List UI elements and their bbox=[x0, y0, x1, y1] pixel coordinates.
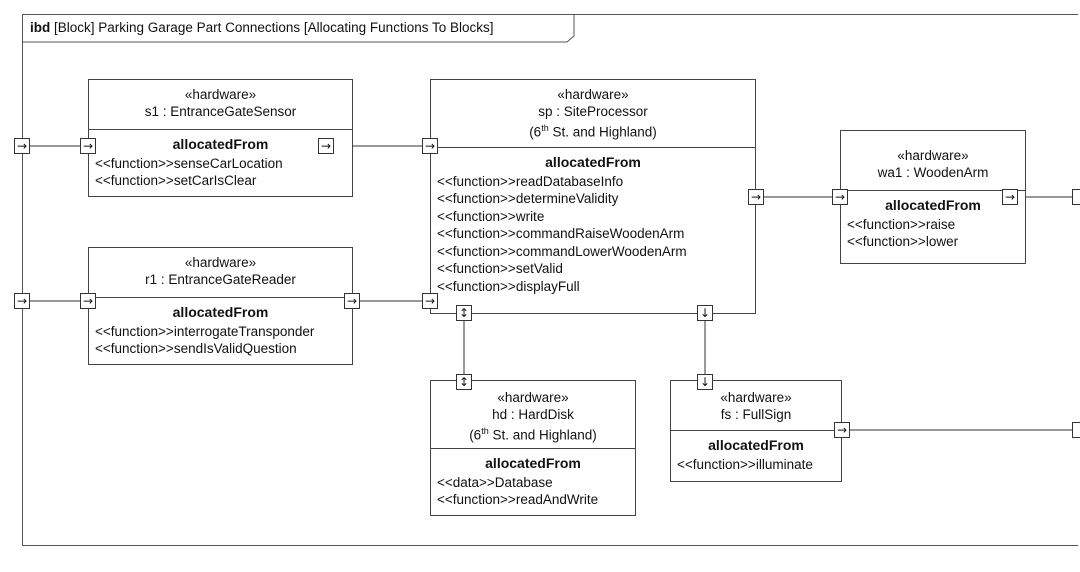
block-r1-header: «hardware» r1 : EntranceGateReader bbox=[89, 248, 352, 298]
block-hd-header: «hardware» hd : HardDisk (6th St. and Hi… bbox=[431, 381, 635, 449]
block-wa1-item: <<function>>lower bbox=[847, 234, 959, 249]
block-fs-header: «hardware» fs : FullSign bbox=[671, 381, 841, 431]
block-s1[interactable]: «hardware» s1 : EntranceGateSensor alloc… bbox=[88, 79, 353, 197]
block-fs-allocations: allocatedFrom <<function>>illuminate bbox=[671, 431, 841, 473]
port-sp-in-bottom: → bbox=[422, 293, 438, 309]
frame-kind: ibd bbox=[30, 20, 51, 35]
block-wa1-header: «hardware» wa1 : WoodenArm bbox=[841, 131, 1025, 191]
block-sp-location: (6th St. and Highland) bbox=[529, 123, 657, 140]
block-r1-stereotype: «hardware» bbox=[184, 255, 257, 270]
block-hd[interactable]: «hardware» hd : HardDisk (6th St. and Hi… bbox=[430, 380, 636, 516]
block-hd-allocations: allocatedFrom <<data>>Database <<functio… bbox=[431, 449, 635, 509]
port-sp-sign: ↓ bbox=[697, 305, 713, 321]
block-sp-stereotype: «hardware» bbox=[557, 87, 629, 102]
block-sp-allocated-title: allocatedFrom bbox=[545, 154, 641, 170]
block-hd-item: <<function>>readAndWrite bbox=[437, 492, 599, 507]
block-hd-location: (6th St. and Highland) bbox=[469, 426, 597, 443]
port-wa1-in: → bbox=[832, 189, 848, 205]
block-s1-item: <<function>>setCarIsClear bbox=[95, 173, 257, 188]
block-s1-allocations: allocatedFrom <<function>>senseCarLocati… bbox=[89, 130, 352, 190]
block-sp-allocations: allocatedFrom <<function>>readDatabaseIn… bbox=[431, 148, 755, 295]
block-r1[interactable]: «hardware» r1 : EntranceGateReader alloc… bbox=[88, 247, 353, 365]
block-s1-allocated-title: allocatedFrom bbox=[172, 136, 269, 152]
block-s1-item: <<function>>senseCarLocation bbox=[95, 155, 283, 171]
block-fs-name: fs : FullSign bbox=[720, 407, 792, 422]
frame-port-left-top: → bbox=[14, 138, 30, 154]
block-fs-allocated-title: allocatedFrom bbox=[708, 437, 804, 453]
frame-port-right-top bbox=[1072, 189, 1080, 205]
diagram-frame bbox=[22, 14, 1078, 546]
block-wa1-allocated-title: allocatedFrom bbox=[885, 197, 981, 213]
port-s1-in: → bbox=[80, 138, 96, 154]
block-sp-item: <<function>>commandRaiseWoodenArm bbox=[437, 226, 685, 241]
block-fs[interactable]: «hardware» fs : FullSign allocatedFrom <… bbox=[670, 380, 842, 482]
block-r1-name: r1 : EntranceGateReader bbox=[145, 272, 296, 287]
block-s1-stereotype: «hardware» bbox=[184, 87, 257, 102]
port-wa1-out: → bbox=[1002, 189, 1018, 205]
block-sp-item: <<function>>displayFull bbox=[437, 278, 580, 294]
block-fs-item: <<function>>illuminate bbox=[677, 456, 813, 472]
block-wa1-item: <<function>>raise bbox=[847, 216, 956, 232]
block-s1-name: s1 : EntranceGateSensor bbox=[144, 104, 297, 119]
frame-tab-outline bbox=[22, 14, 575, 43]
block-r1-item: <<function>>interrogateTransponder bbox=[95, 323, 315, 339]
block-fs-stereotype: «hardware» bbox=[720, 390, 792, 405]
block-sp-name: sp : SiteProcessor bbox=[538, 104, 648, 119]
block-sp-item: <<function>>determineValidity bbox=[437, 191, 619, 206]
block-hd-allocated-title: allocatedFrom bbox=[485, 455, 581, 471]
block-r1-allocated-title: allocatedFrom bbox=[172, 304, 269, 320]
port-r1-out: → bbox=[344, 293, 360, 309]
port-hd: ↕ bbox=[456, 374, 472, 390]
block-r1-item: <<function>>sendIsValidQuestion bbox=[95, 341, 297, 356]
frame-port-left-bottom: → bbox=[14, 293, 30, 309]
block-wa1-allocations: allocatedFrom <<function>>raise <<functi… bbox=[841, 191, 1025, 251]
port-fs-out: → bbox=[834, 422, 850, 438]
block-sp-item: <<function>>commandLowerWoodenArm bbox=[437, 243, 687, 259]
port-fs-in: ↓ bbox=[697, 374, 713, 390]
frame-title-text: [Block] Parking Garage Part Connections … bbox=[54, 20, 494, 35]
frame-title: ibd [Block] Parking Garage Part Connecti… bbox=[22, 14, 493, 42]
block-sp-item: <<function>>readDatabaseInfo bbox=[437, 173, 624, 189]
block-wa1-name: wa1 : WoodenArm bbox=[877, 165, 989, 180]
block-hd-stereotype: «hardware» bbox=[497, 390, 569, 405]
frame-port-right-bottom bbox=[1072, 422, 1080, 438]
port-s1-out: → bbox=[318, 138, 334, 154]
block-hd-item: <<data>>Database bbox=[437, 474, 553, 490]
block-wa1-stereotype: «hardware» bbox=[897, 148, 969, 163]
block-hd-name: hd : HardDisk bbox=[492, 407, 574, 422]
block-r1-allocations: allocatedFrom <<function>>interrogateTra… bbox=[89, 298, 352, 358]
block-s1-header: «hardware» s1 : EntranceGateSensor bbox=[89, 80, 352, 130]
port-r1-in: → bbox=[80, 293, 96, 309]
block-wa1[interactable]: «hardware» wa1 : WoodenArm allocatedFrom… bbox=[840, 130, 1026, 264]
port-sp-in-top: → bbox=[422, 138, 438, 154]
block-sp-header: «hardware» sp : SiteProcessor (6th St. a… bbox=[431, 80, 755, 148]
block-sp-item: <<function>>write bbox=[437, 208, 545, 224]
block-sp[interactable]: «hardware» sp : SiteProcessor (6th St. a… bbox=[430, 79, 756, 314]
port-sp-out-right: → bbox=[748, 189, 764, 205]
port-sp-disk: ↕ bbox=[456, 305, 472, 321]
block-sp-item: <<function>>setValid bbox=[437, 261, 563, 276]
